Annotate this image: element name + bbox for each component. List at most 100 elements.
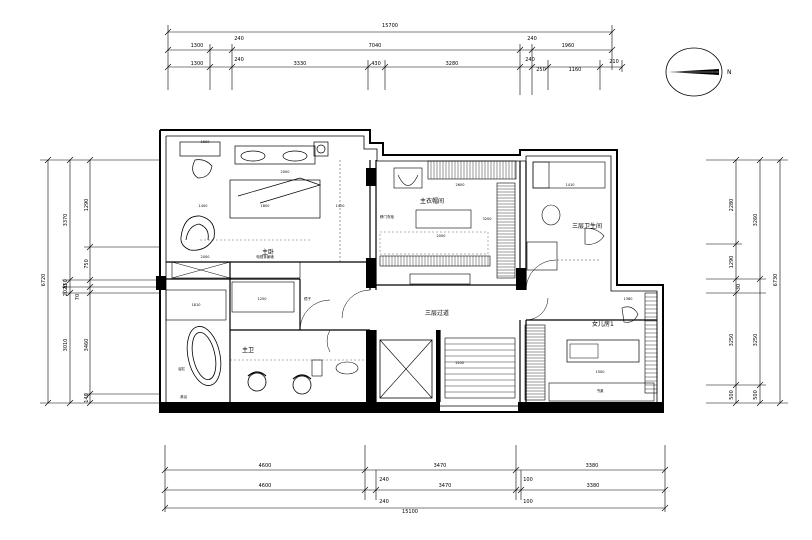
closet-hatch-mid bbox=[379, 255, 491, 267]
bottom-dim: 3470 bbox=[439, 483, 452, 489]
bottom-overall-dim: 15100 bbox=[402, 509, 418, 515]
left-dim: 3370 bbox=[63, 214, 69, 227]
dim-label: 1500 bbox=[596, 370, 605, 374]
top-dim: 3280 bbox=[446, 61, 459, 67]
top-dim: 1300 bbox=[191, 61, 204, 67]
top-dim: 240 bbox=[234, 36, 244, 42]
annotation: 淋浴 bbox=[180, 394, 187, 399]
elevator-shaft bbox=[379, 339, 433, 399]
bottom-dim: 240 bbox=[379, 499, 389, 505]
right-dim: 2280 bbox=[729, 199, 735, 212]
dim-label: 1800 bbox=[261, 204, 270, 208]
room-label-master-closet: 主衣帽间 bbox=[420, 197, 444, 205]
door-swings bbox=[299, 259, 557, 353]
stool-icon bbox=[247, 372, 267, 392]
room-label-master-bedroom: 主卧 bbox=[262, 248, 274, 256]
left-dim: 1290 bbox=[84, 199, 90, 212]
vanity-counter bbox=[231, 281, 295, 313]
bottom-dim: 4600 bbox=[259, 463, 272, 469]
closet-shelf bbox=[409, 273, 471, 285]
bottom-dim: 240 bbox=[379, 477, 389, 483]
top-dim: 1300 bbox=[191, 43, 204, 49]
compass-north-arrow bbox=[665, 47, 723, 97]
room-label-third-floor-hall: 三层过道 bbox=[425, 309, 449, 317]
right-dim: 500 bbox=[729, 390, 735, 400]
bottom-dim: 100 bbox=[523, 499, 533, 505]
south-wall-fill bbox=[160, 402, 440, 412]
left-dim: 750 bbox=[84, 259, 90, 269]
compass-label: N bbox=[727, 69, 732, 76]
right-dim: 1290 bbox=[729, 256, 735, 269]
south-wall-fill bbox=[518, 402, 663, 412]
chair-icon bbox=[621, 306, 639, 323]
top-dim: 3330 bbox=[294, 61, 307, 67]
annotation: 浴缸 bbox=[178, 366, 185, 371]
dim-label: 2000 bbox=[281, 170, 290, 174]
left-dim: 140 bbox=[84, 393, 90, 403]
left-dim: 2020 bbox=[63, 284, 69, 297]
bottom-dim: 3380 bbox=[587, 483, 600, 489]
bottom-dimension-chain bbox=[161, 445, 669, 512]
right-dim: 3250 bbox=[729, 334, 735, 347]
left-dim: 70 bbox=[75, 294, 81, 300]
dim-label: 2000 bbox=[201, 255, 210, 259]
annotation: 电视背景墙 bbox=[256, 254, 274, 259]
dim-label: 2000 bbox=[437, 234, 446, 238]
dim-label: 1500 bbox=[455, 361, 464, 365]
dim-label: 1400 bbox=[199, 204, 208, 208]
tv-wall-cabinet bbox=[171, 261, 301, 279]
wardrobe bbox=[644, 292, 658, 394]
toilet-tank bbox=[311, 359, 323, 377]
left-dim: 150 bbox=[63, 279, 69, 289]
dim-label: 1420 bbox=[336, 204, 345, 208]
top-dim: 7040 bbox=[369, 43, 382, 49]
bathtub bbox=[186, 326, 222, 386]
top-dim: 240 bbox=[527, 36, 537, 42]
right-dim: 3250 bbox=[753, 334, 759, 347]
master-bed bbox=[179, 141, 329, 219]
top-dim: 240 bbox=[234, 57, 244, 63]
armchair bbox=[180, 215, 215, 251]
daughter-bed bbox=[566, 339, 640, 363]
bottom-dim: 3470 bbox=[434, 463, 447, 469]
top-dim: 1960 bbox=[562, 43, 575, 49]
bottom-dim: 3380 bbox=[586, 463, 599, 469]
room-label-daughter-room: 女儿房1 bbox=[592, 320, 614, 328]
stair-rail-hatch bbox=[524, 324, 546, 401]
island-cabinet bbox=[415, 209, 472, 229]
bath-cabinet bbox=[165, 289, 227, 321]
closet-hatch-right bbox=[496, 182, 516, 279]
right-dim: 3260 bbox=[753, 214, 759, 227]
dim-label: 1810 bbox=[192, 303, 201, 307]
left-overall-dim: 6720 bbox=[41, 274, 47, 287]
top-dimension-chain bbox=[164, 25, 626, 95]
stool-icon bbox=[247, 371, 267, 377]
toilet-icon bbox=[335, 361, 359, 375]
right-overall-dim: 6730 bbox=[773, 274, 779, 287]
top-dim: 250 bbox=[536, 67, 546, 73]
basin-icon bbox=[397, 174, 419, 186]
shower-area bbox=[526, 241, 558, 271]
dim-label: 1410 bbox=[566, 183, 575, 187]
stair-treads bbox=[445, 343, 515, 393]
stool-icon bbox=[292, 375, 312, 395]
left-dim: 3010 bbox=[63, 339, 69, 352]
annotation: 镜子 bbox=[304, 296, 312, 301]
sink-icon bbox=[584, 227, 605, 245]
annotation: 书桌 bbox=[597, 388, 605, 393]
bottom-dim: 4600 bbox=[259, 483, 272, 489]
right-dim: 500 bbox=[753, 390, 759, 400]
top-dim: 240 bbox=[525, 57, 535, 63]
room-label-master-bath: 主卫 bbox=[242, 346, 254, 354]
dim-label: 3200 bbox=[483, 217, 492, 221]
top-dim: 210 bbox=[609, 59, 619, 65]
dashed-line bbox=[379, 231, 489, 255]
elevator-cross bbox=[379, 339, 433, 399]
room-label-third-floor-bath: 三层卫生间 bbox=[572, 222, 602, 230]
top-dim: 1160 bbox=[569, 67, 582, 73]
desk-counter bbox=[548, 382, 655, 402]
left-dim: 3460 bbox=[84, 339, 90, 352]
bottom-dim: 100 bbox=[523, 477, 533, 483]
dim-label: 2600 bbox=[456, 183, 465, 187]
